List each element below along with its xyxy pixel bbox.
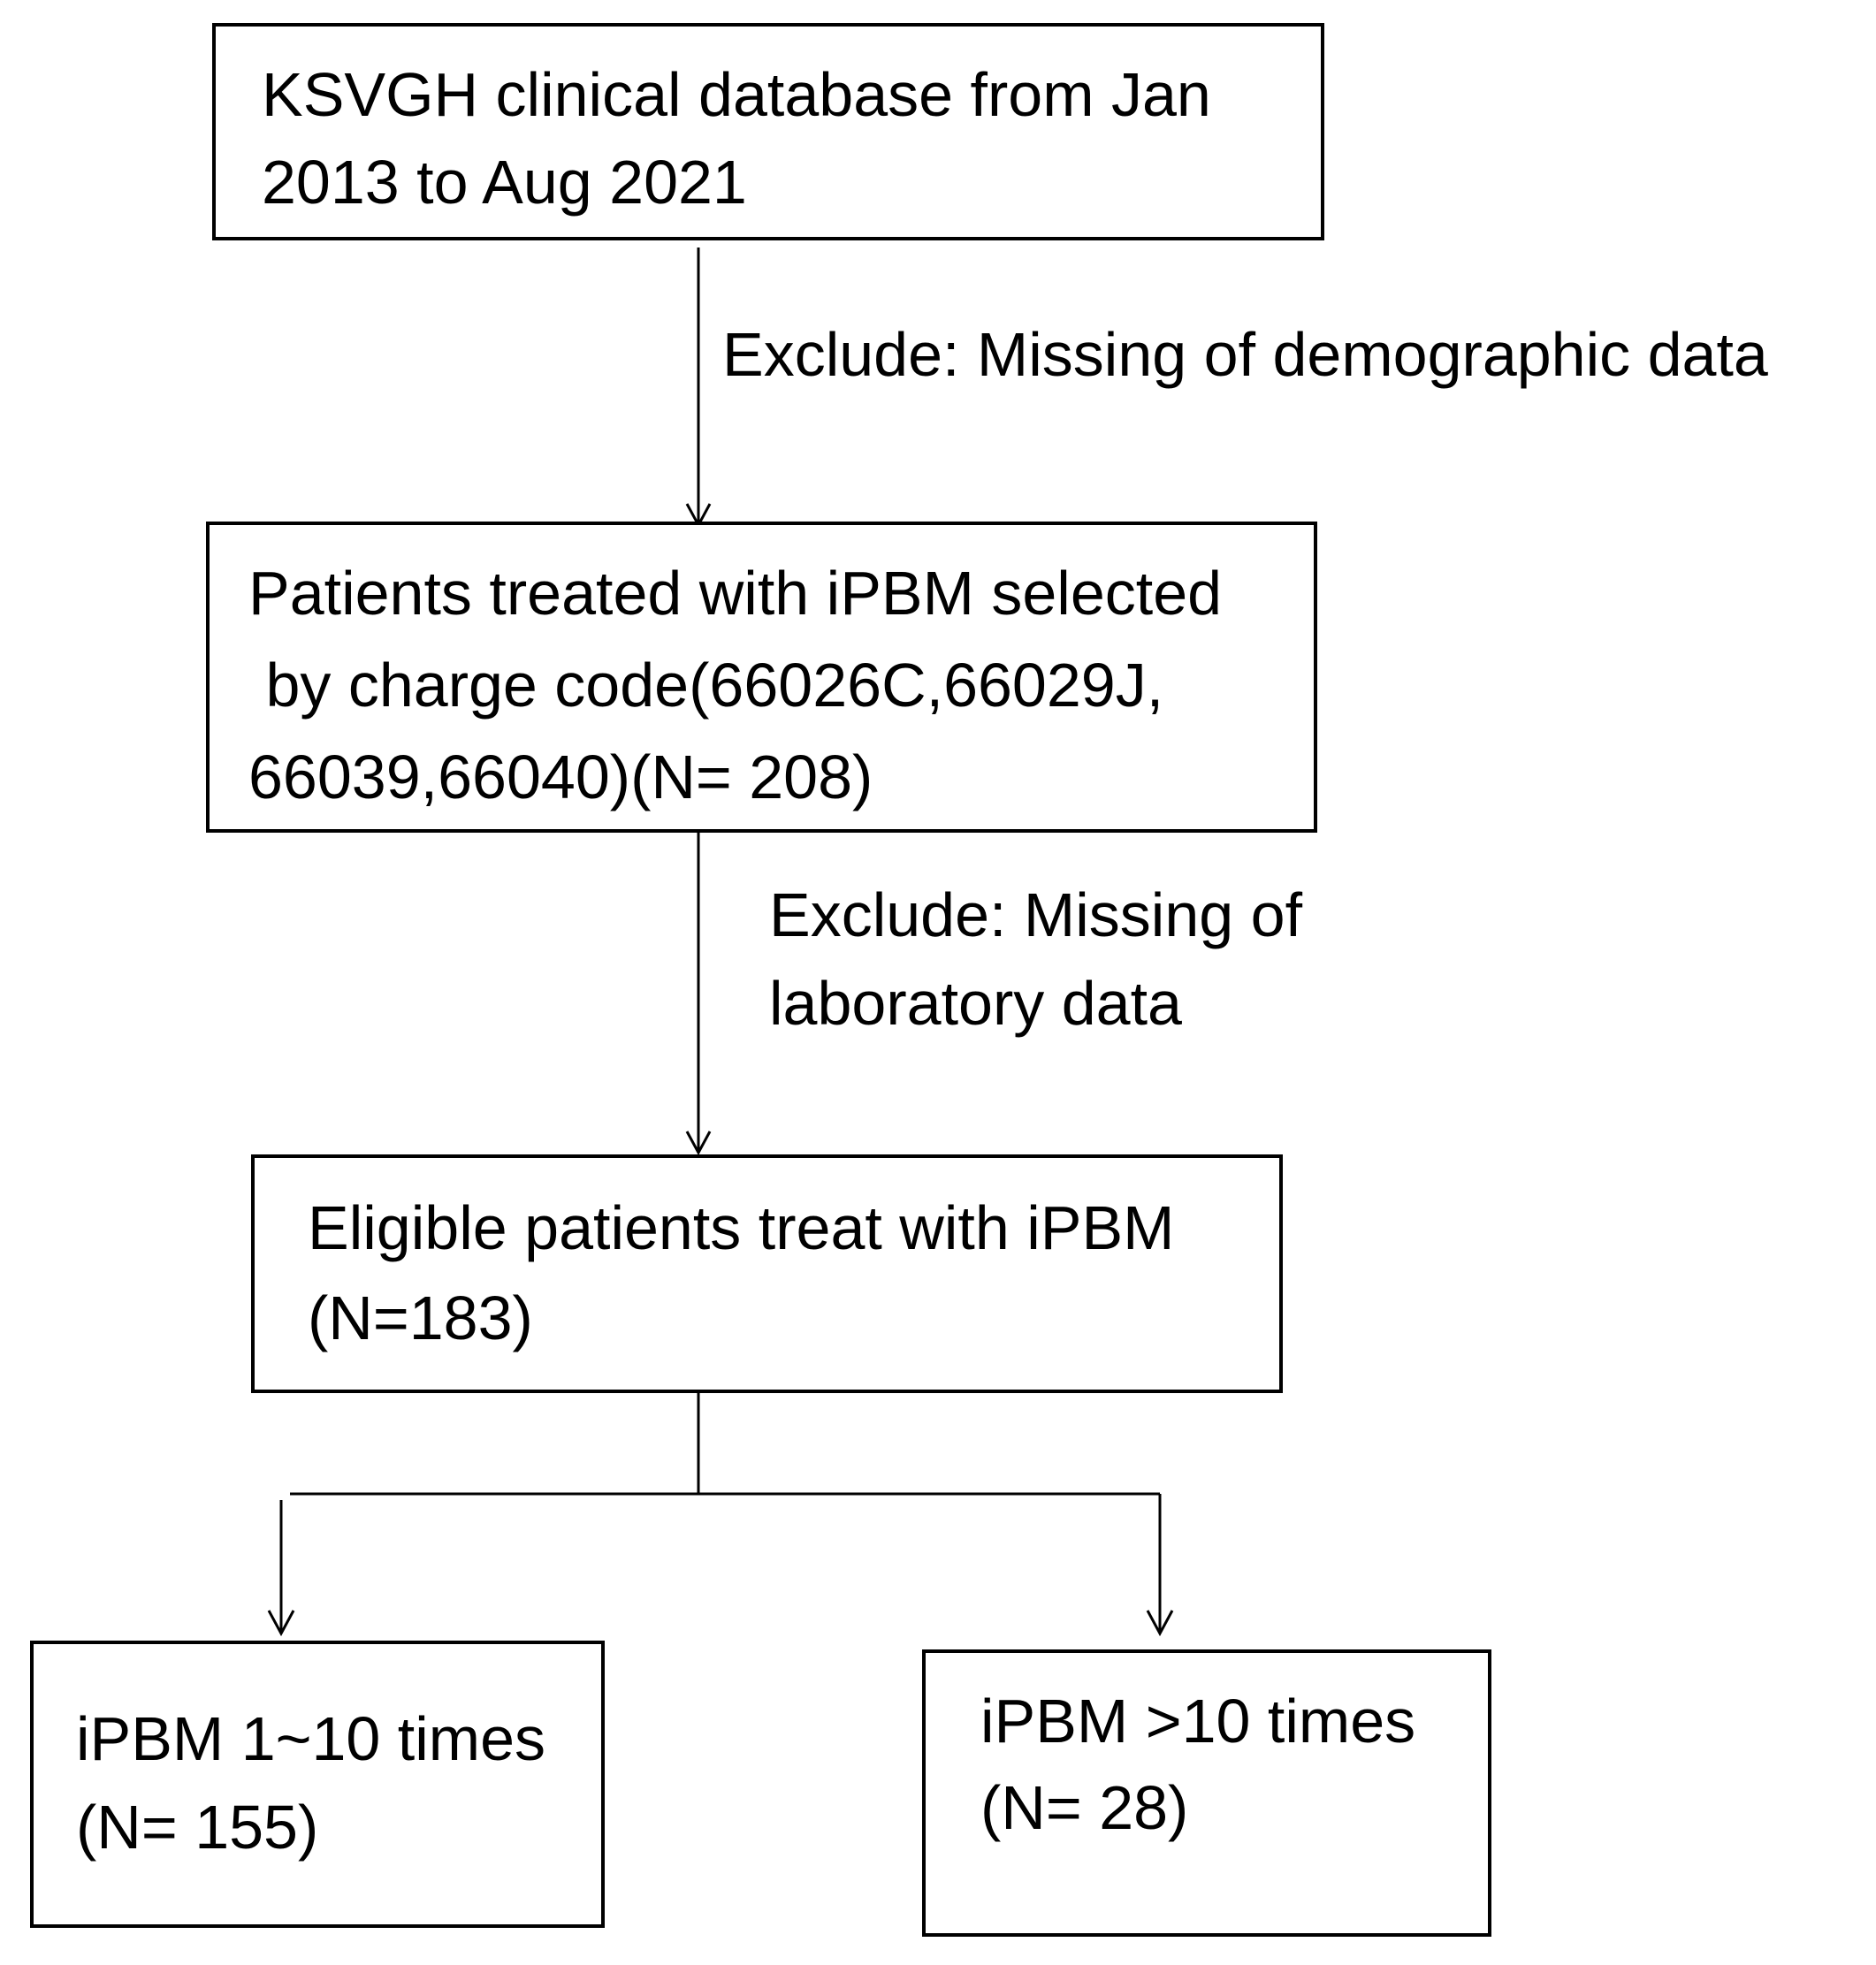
selected-patients-box: Patients treated with iPBM selected by c… <box>206 522 1317 833</box>
group-low-line-2: (N= 155) <box>76 1793 319 1862</box>
group-high-frequency-box: iPBM >10 times (N= 28) <box>922 1649 1491 1937</box>
arrowhead-group-high <box>1146 1610 1174 1637</box>
source-line-1: KSVGH clinical database from Jan <box>262 60 1211 129</box>
selected-line-1: Patients treated with iPBM selected <box>248 559 1223 628</box>
arrowhead-eligible <box>685 1131 712 1156</box>
group-low-frequency-box: iPBM 1~10 times (N= 155) <box>30 1641 605 1928</box>
exclusion-demographic-label: Exclude: Missing of demographic data <box>722 320 1768 389</box>
group-high-line-2: (N= 28) <box>980 1773 1189 1842</box>
selected-line-2: by charge code(66026C,66029J, <box>248 651 1164 720</box>
exclusion-laboratory-label-line-1: Exclude: Missing of <box>769 880 1303 949</box>
group-high-line-1: iPBM >10 times <box>980 1687 1416 1756</box>
arrowhead-group-low <box>267 1610 295 1637</box>
group-low-line-1: iPBM 1~10 times <box>76 1704 546 1773</box>
source-database-box: KSVGH clinical database from Jan 2013 to… <box>212 23 1324 240</box>
eligible-line-2: (N=183) <box>308 1283 533 1352</box>
selected-line-3: 66039,66040)(N= 208) <box>248 743 873 811</box>
eligible-line-1: Eligible patients treat with iPBM <box>308 1193 1175 1262</box>
source-line-2: 2013 to Aug 2021 <box>262 148 747 217</box>
exclusion-laboratory-label-line-2: laboratory data <box>769 969 1182 1038</box>
eligible-patients-box: Eligible patients treat with iPBM (N=183… <box>251 1154 1283 1393</box>
